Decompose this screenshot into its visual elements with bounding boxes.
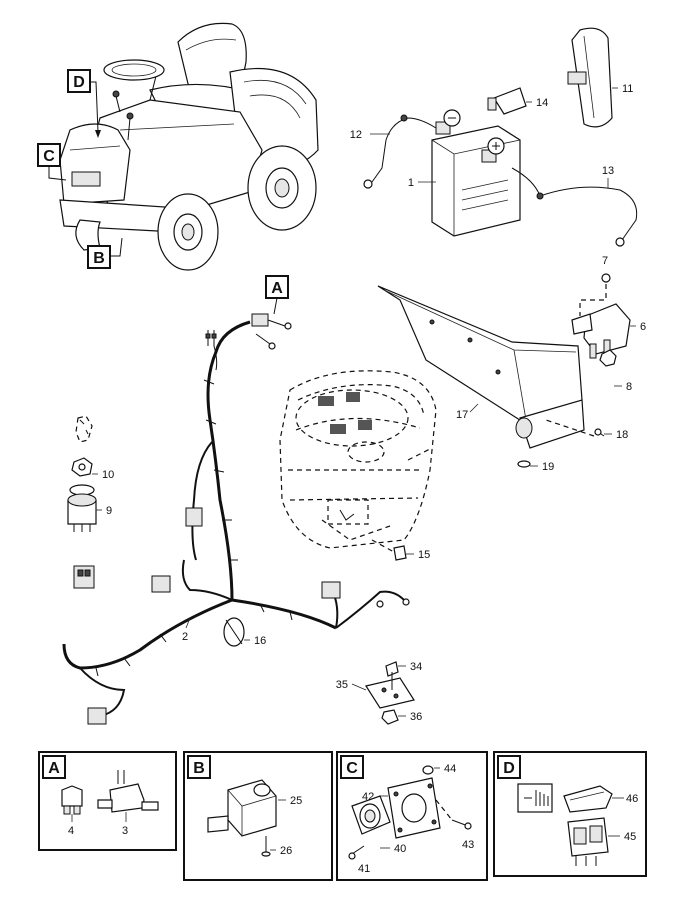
part-label: 41 xyxy=(358,863,370,875)
panel-d-letter: D xyxy=(503,760,515,777)
detail-panel-a: A 4 3 xyxy=(38,751,177,851)
part-label: 18 xyxy=(616,429,628,441)
engine-outline xyxy=(279,370,437,561)
switch-labels: 10 9 xyxy=(92,469,114,517)
part-label: 6 xyxy=(640,321,646,333)
part-label: 14 xyxy=(536,97,548,109)
detail-panel-b: B 25 26 xyxy=(183,751,333,881)
bracket-assembly xyxy=(377,273,631,468)
callout-b: B xyxy=(87,237,123,269)
detail-panel-c: C 42 40 41 44 43 xyxy=(336,751,488,881)
part-label: 43 xyxy=(462,839,474,851)
part-label: 25 xyxy=(290,795,302,807)
part-label: 13 xyxy=(602,165,614,177)
part-label: 9 xyxy=(106,505,112,517)
part-label: 11 xyxy=(622,83,633,95)
callout-c: C xyxy=(37,143,67,181)
engine-labels: 15 xyxy=(406,549,430,561)
part-label: 3 xyxy=(122,825,128,837)
part-label: 19 xyxy=(542,461,554,473)
callout-d: D xyxy=(67,69,101,138)
callout-a-label: A xyxy=(271,280,283,297)
ignition-switch xyxy=(67,415,97,532)
part-label: 45 xyxy=(624,831,636,843)
callout-b-label: B xyxy=(93,250,105,267)
part-label: 1 xyxy=(408,177,414,189)
battery-group-labels: 12 1 14 11 13 xyxy=(350,83,634,189)
part-label: 16 xyxy=(254,635,266,647)
part-label: 7 xyxy=(602,255,608,267)
callout-d-label: D xyxy=(73,74,85,91)
panel-b-letter: B xyxy=(193,760,205,777)
part-label: 34 xyxy=(410,661,422,673)
mount-bracket-labels: 34 35 36 xyxy=(336,661,423,723)
part-label: 8 xyxy=(626,381,632,393)
part-label: 4 xyxy=(68,825,74,837)
part-label: 2 xyxy=(182,631,188,643)
mount-bracket xyxy=(365,661,415,725)
part-label: 12 xyxy=(350,129,362,141)
callout-c-label: C xyxy=(43,148,55,165)
panel-a-letter: A xyxy=(48,760,60,777)
part-label: 44 xyxy=(444,763,456,775)
callout-a: A xyxy=(265,275,289,315)
part-label: 40 xyxy=(394,843,406,855)
part-label: 26 xyxy=(280,845,292,857)
harness-labels: 2 16 xyxy=(182,617,266,647)
bracket-labels: 7 6 8 17 18 19 xyxy=(456,255,646,473)
part-label: 17 xyxy=(456,409,468,421)
detail-panel-d: D 46 45 xyxy=(493,751,647,877)
wire-harness xyxy=(62,313,410,725)
panel-c-letter: C xyxy=(346,760,358,777)
tractor-illustration xyxy=(59,22,319,271)
part-label: 10 xyxy=(102,469,114,481)
part-label: 35 xyxy=(336,679,348,691)
part-label: 36 xyxy=(410,711,422,723)
part-label: 46 xyxy=(626,793,638,805)
part-label: 15 xyxy=(418,549,430,561)
battery-group xyxy=(363,27,638,247)
